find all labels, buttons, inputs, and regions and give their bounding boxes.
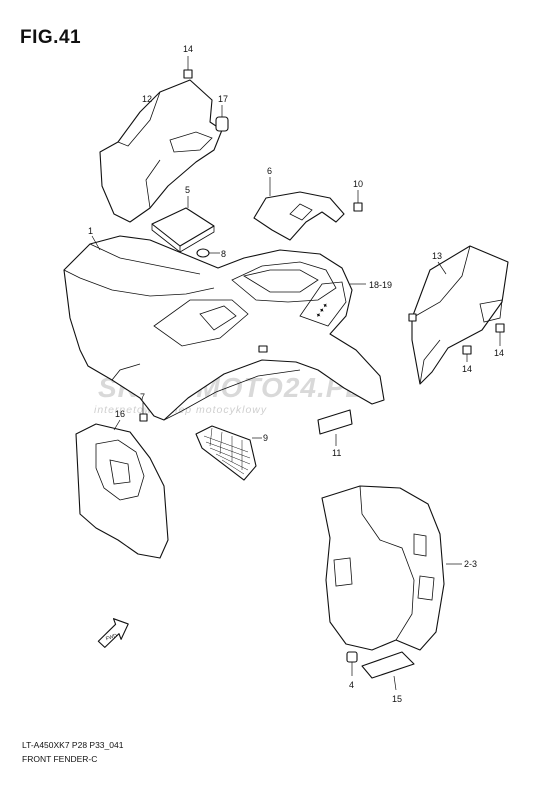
callout-5: 5 [185,185,190,195]
part-13-inner-panel-right [408,245,509,385]
callout-15: 15 [392,694,402,704]
forward-arrow-label: FWD [105,633,118,643]
callout-labels: 14 12 17 6 10 5 1 8 13 18-19 14 14 7 16 … [88,44,504,704]
part-9-grille [195,425,262,481]
callout-1: 1 [88,226,93,236]
part-12-inner-panel-left [99,79,223,223]
callout-10: 10 [353,179,363,189]
part-11-plate [317,409,353,446]
callout-11: 11 [332,448,341,458]
callout-14-right: 14 [494,348,504,358]
part-1-front-fender: ✦✦✦ [63,235,385,421]
callout-13: 13 [432,251,442,261]
part-16-inner-cover-left [75,419,169,559]
callout-12: 12 [142,94,152,104]
figure-title: FIG.41 [20,27,82,48]
part-4-clip [346,651,358,676]
part-8-nut [196,248,220,258]
callout-14-mid: 14 [462,364,472,374]
forward-arrow-icon: FWD [97,618,129,648]
callout-14-top: 14 [183,44,193,54]
diagram-code: LT-A450XK7 P28 P33_041 [22,740,124,750]
footer: LT-A450XK7 P28 P33_041 FRONT FENDER-C [22,738,123,766]
callout-16: 16 [115,409,125,419]
part-17-grommet [215,105,229,132]
part-15-strip [361,651,415,691]
watermark-subtext: internetowy sklep motocyklowy [94,404,267,416]
part-5-pad [151,196,215,253]
part-14-bolts-right [462,323,505,362]
callout-2-3: 2-3 [464,559,477,569]
callout-4: 4 [349,680,354,690]
callout-17: 17 [218,94,228,104]
part-2-3-mud-guard [321,485,462,651]
part-6-cover [253,177,345,241]
part-10-bolt [353,190,363,212]
diagram-name: FRONT FENDER-C [22,754,98,764]
callout-9: 9 [263,433,268,443]
callout-8: 8 [221,249,226,259]
callout-18-19: 18-19 [369,280,392,290]
callout-7: 7 [140,392,145,402]
part-7-screw [139,402,148,422]
callout-6: 6 [267,166,272,176]
part-14-bolt-top [183,56,193,79]
